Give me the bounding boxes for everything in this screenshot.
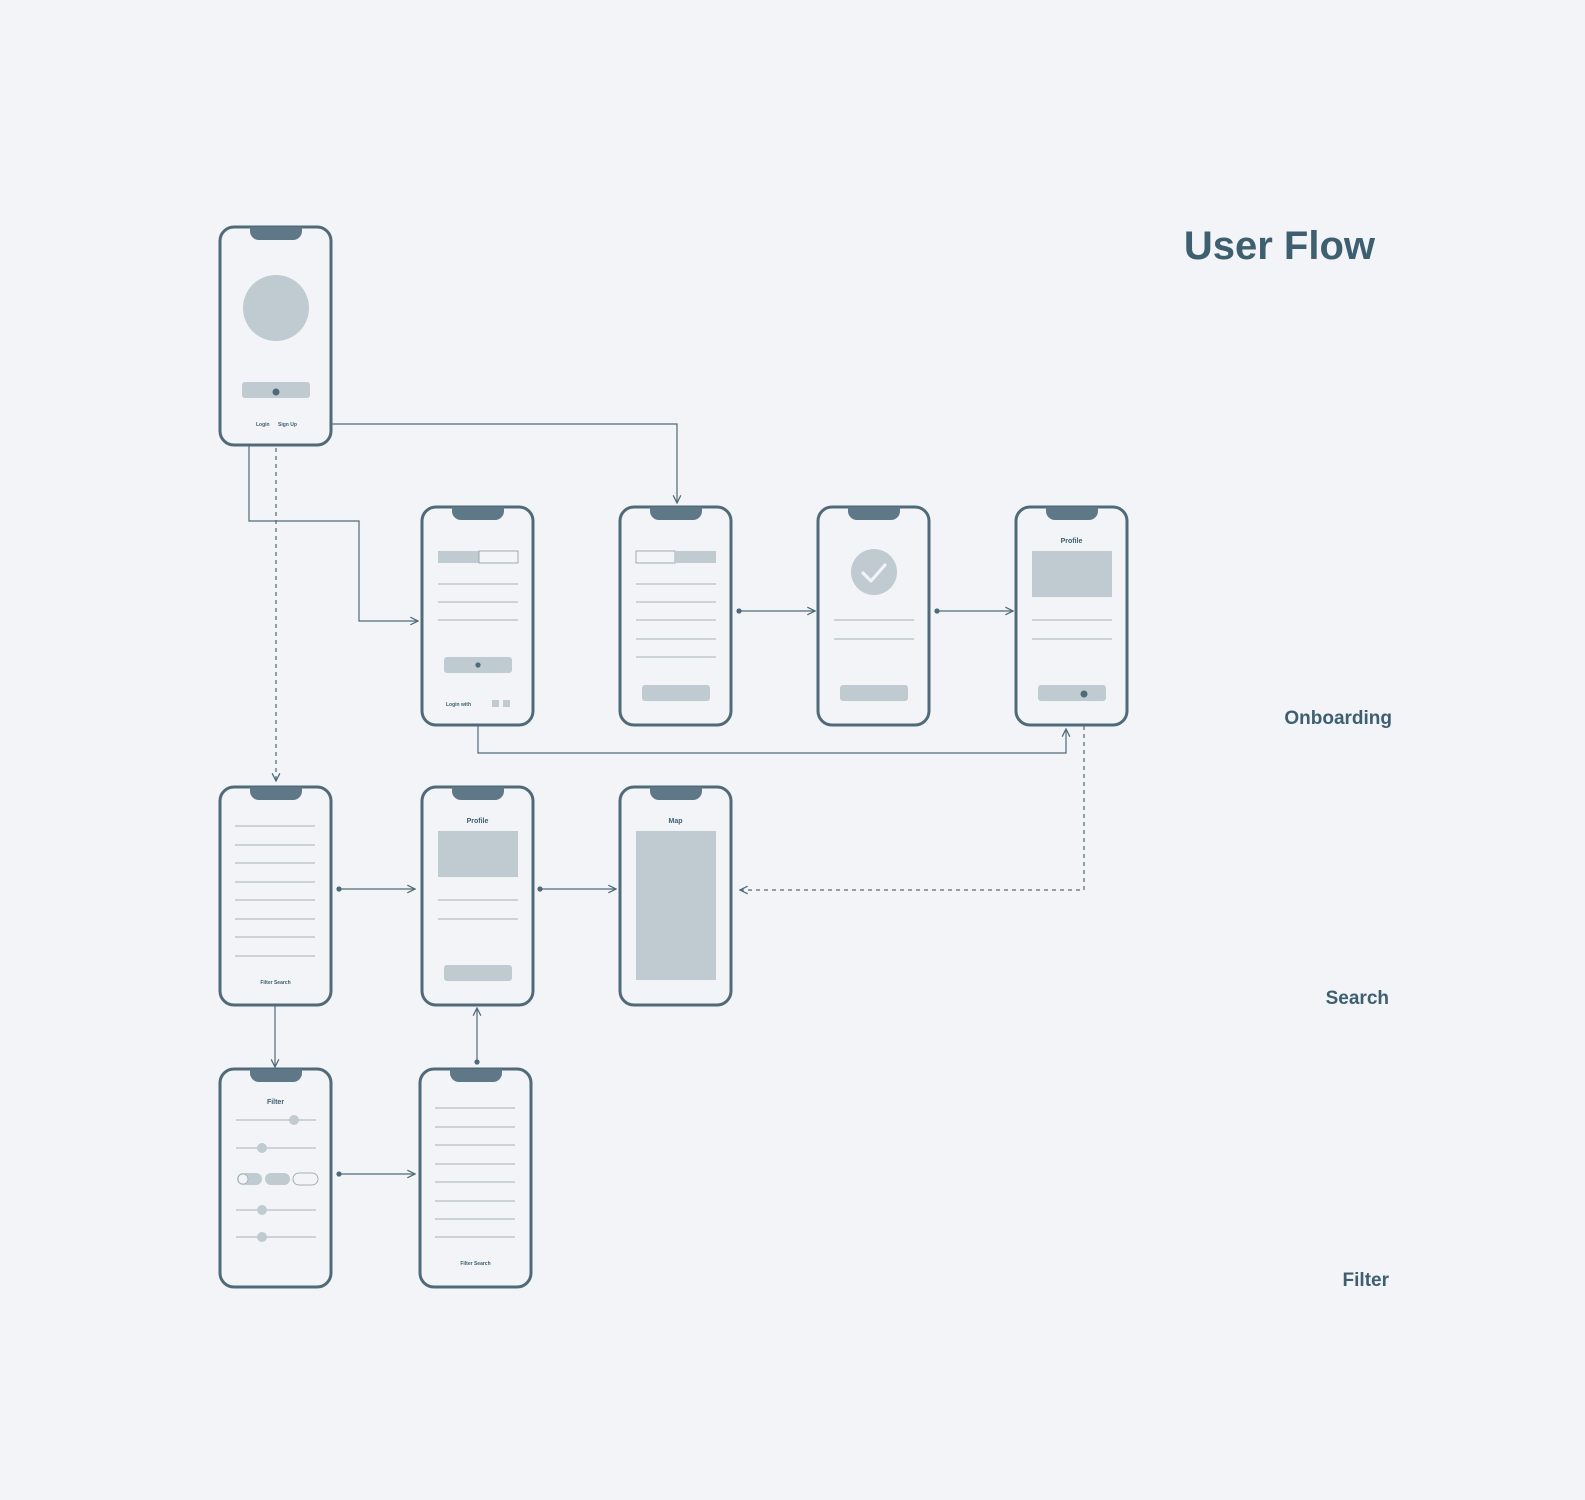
connector-dot: [336, 1171, 342, 1177]
screen-profile[interactable]: Profile: [1014, 505, 1129, 727]
screen-login[interactable]: Login with: [420, 505, 535, 727]
connector-dot: [736, 608, 742, 614]
social-icon: [503, 700, 510, 707]
filter-search-link[interactable]: Filter Search: [460, 1261, 490, 1267]
connector-login-to-login-screen: [248, 424, 418, 621]
tab-toggle-active: [438, 551, 479, 563]
connector-login-to-profile: [477, 665, 1066, 754]
screen-filtered-results[interactable]: Filter Search: [418, 1067, 533, 1289]
connector-dot: [934, 608, 940, 614]
filter-search-link[interactable]: Filter Search: [260, 980, 290, 986]
section-label-onboarding: Onboarding: [1284, 708, 1392, 729]
connector-dot: [336, 886, 342, 892]
section-label-search: Search: [1325, 988, 1389, 1009]
tab-toggle-inactive: [635, 550, 676, 564]
tab-toggle-active: [675, 551, 716, 563]
signup-link[interactable]: Sign Up: [278, 422, 297, 428]
login-with-label: Login with: [446, 702, 471, 708]
connector-signup-to-register: [305, 423, 677, 503]
screen-success[interactable]: [816, 505, 931, 727]
connectors: [246, 392, 1085, 1177]
continue-button[interactable]: [840, 685, 908, 701]
toggle-chip[interactable]: [265, 1173, 290, 1185]
search-profile-title: Profile: [467, 818, 489, 825]
register-button[interactable]: [642, 685, 710, 701]
profile-action-button[interactable]: [1038, 685, 1106, 701]
map-title: Map: [669, 818, 683, 825]
social-icon: [492, 700, 499, 707]
toggle-chip[interactable]: [292, 1172, 319, 1186]
profile-title: Profile: [1061, 538, 1083, 545]
profile-action-button[interactable]: [444, 965, 512, 981]
screen-filter[interactable]: Filter: [218, 1067, 333, 1289]
slider-thumb[interactable]: [257, 1232, 267, 1242]
screen-welcome[interactable]: Login Sign Up: [218, 225, 333, 447]
tab-toggle-inactive: [478, 550, 519, 564]
slider-thumb[interactable]: [257, 1205, 267, 1215]
filter-title: Filter: [267, 1099, 284, 1106]
screen-register[interactable]: [618, 505, 733, 727]
screen-search-profile[interactable]: Profile: [420, 785, 535, 1007]
page-title: User Flow: [1183, 224, 1375, 268]
section-label-filter: Filter: [1342, 1270, 1389, 1291]
screen-search-results[interactable]: Filter Search: [218, 785, 333, 1007]
map-placeholder: [636, 831, 716, 980]
slider-thumb[interactable]: [257, 1143, 267, 1153]
screen-map[interactable]: Map: [618, 785, 733, 1007]
logo-placeholder: [243, 275, 309, 341]
connector-dot: [474, 1059, 480, 1065]
connector-dot: [537, 886, 543, 892]
slider-thumb[interactable]: [289, 1115, 299, 1125]
profile-image-placeholder: [1032, 551, 1112, 597]
checkmark-icon: [851, 549, 897, 595]
profile-image-placeholder: [438, 831, 518, 877]
connector-profile-to-map: [740, 694, 1085, 890]
login-link[interactable]: Login: [256, 422, 270, 428]
